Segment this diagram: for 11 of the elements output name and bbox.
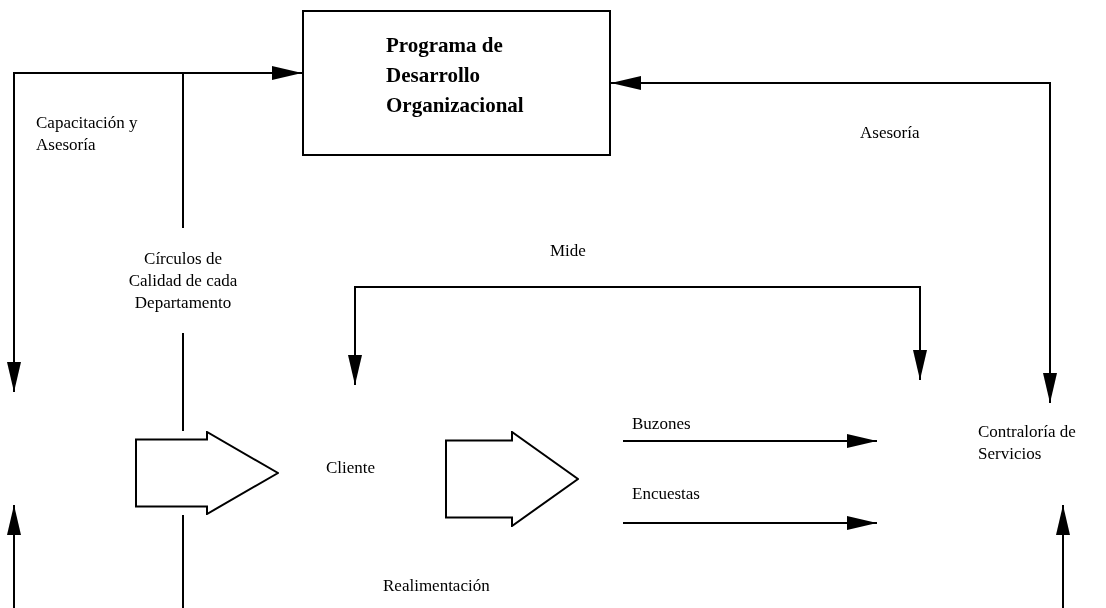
text-label: Buzones xyxy=(632,413,691,435)
connector-arrow xyxy=(7,72,184,393)
text-label: Realimentación xyxy=(383,575,490,597)
connector-arrow xyxy=(348,286,927,386)
box-title: Programa de Desarrollo Organizacional xyxy=(386,32,525,119)
connector-arrow xyxy=(610,76,1057,404)
node-label: Círculos de Calidad de cada Departamento xyxy=(127,247,239,314)
process-box xyxy=(302,10,611,156)
node-label: Contraloría de Servicios xyxy=(978,421,1077,465)
text-label: Encuestas xyxy=(632,483,700,505)
node-label: Cliente xyxy=(326,457,377,479)
